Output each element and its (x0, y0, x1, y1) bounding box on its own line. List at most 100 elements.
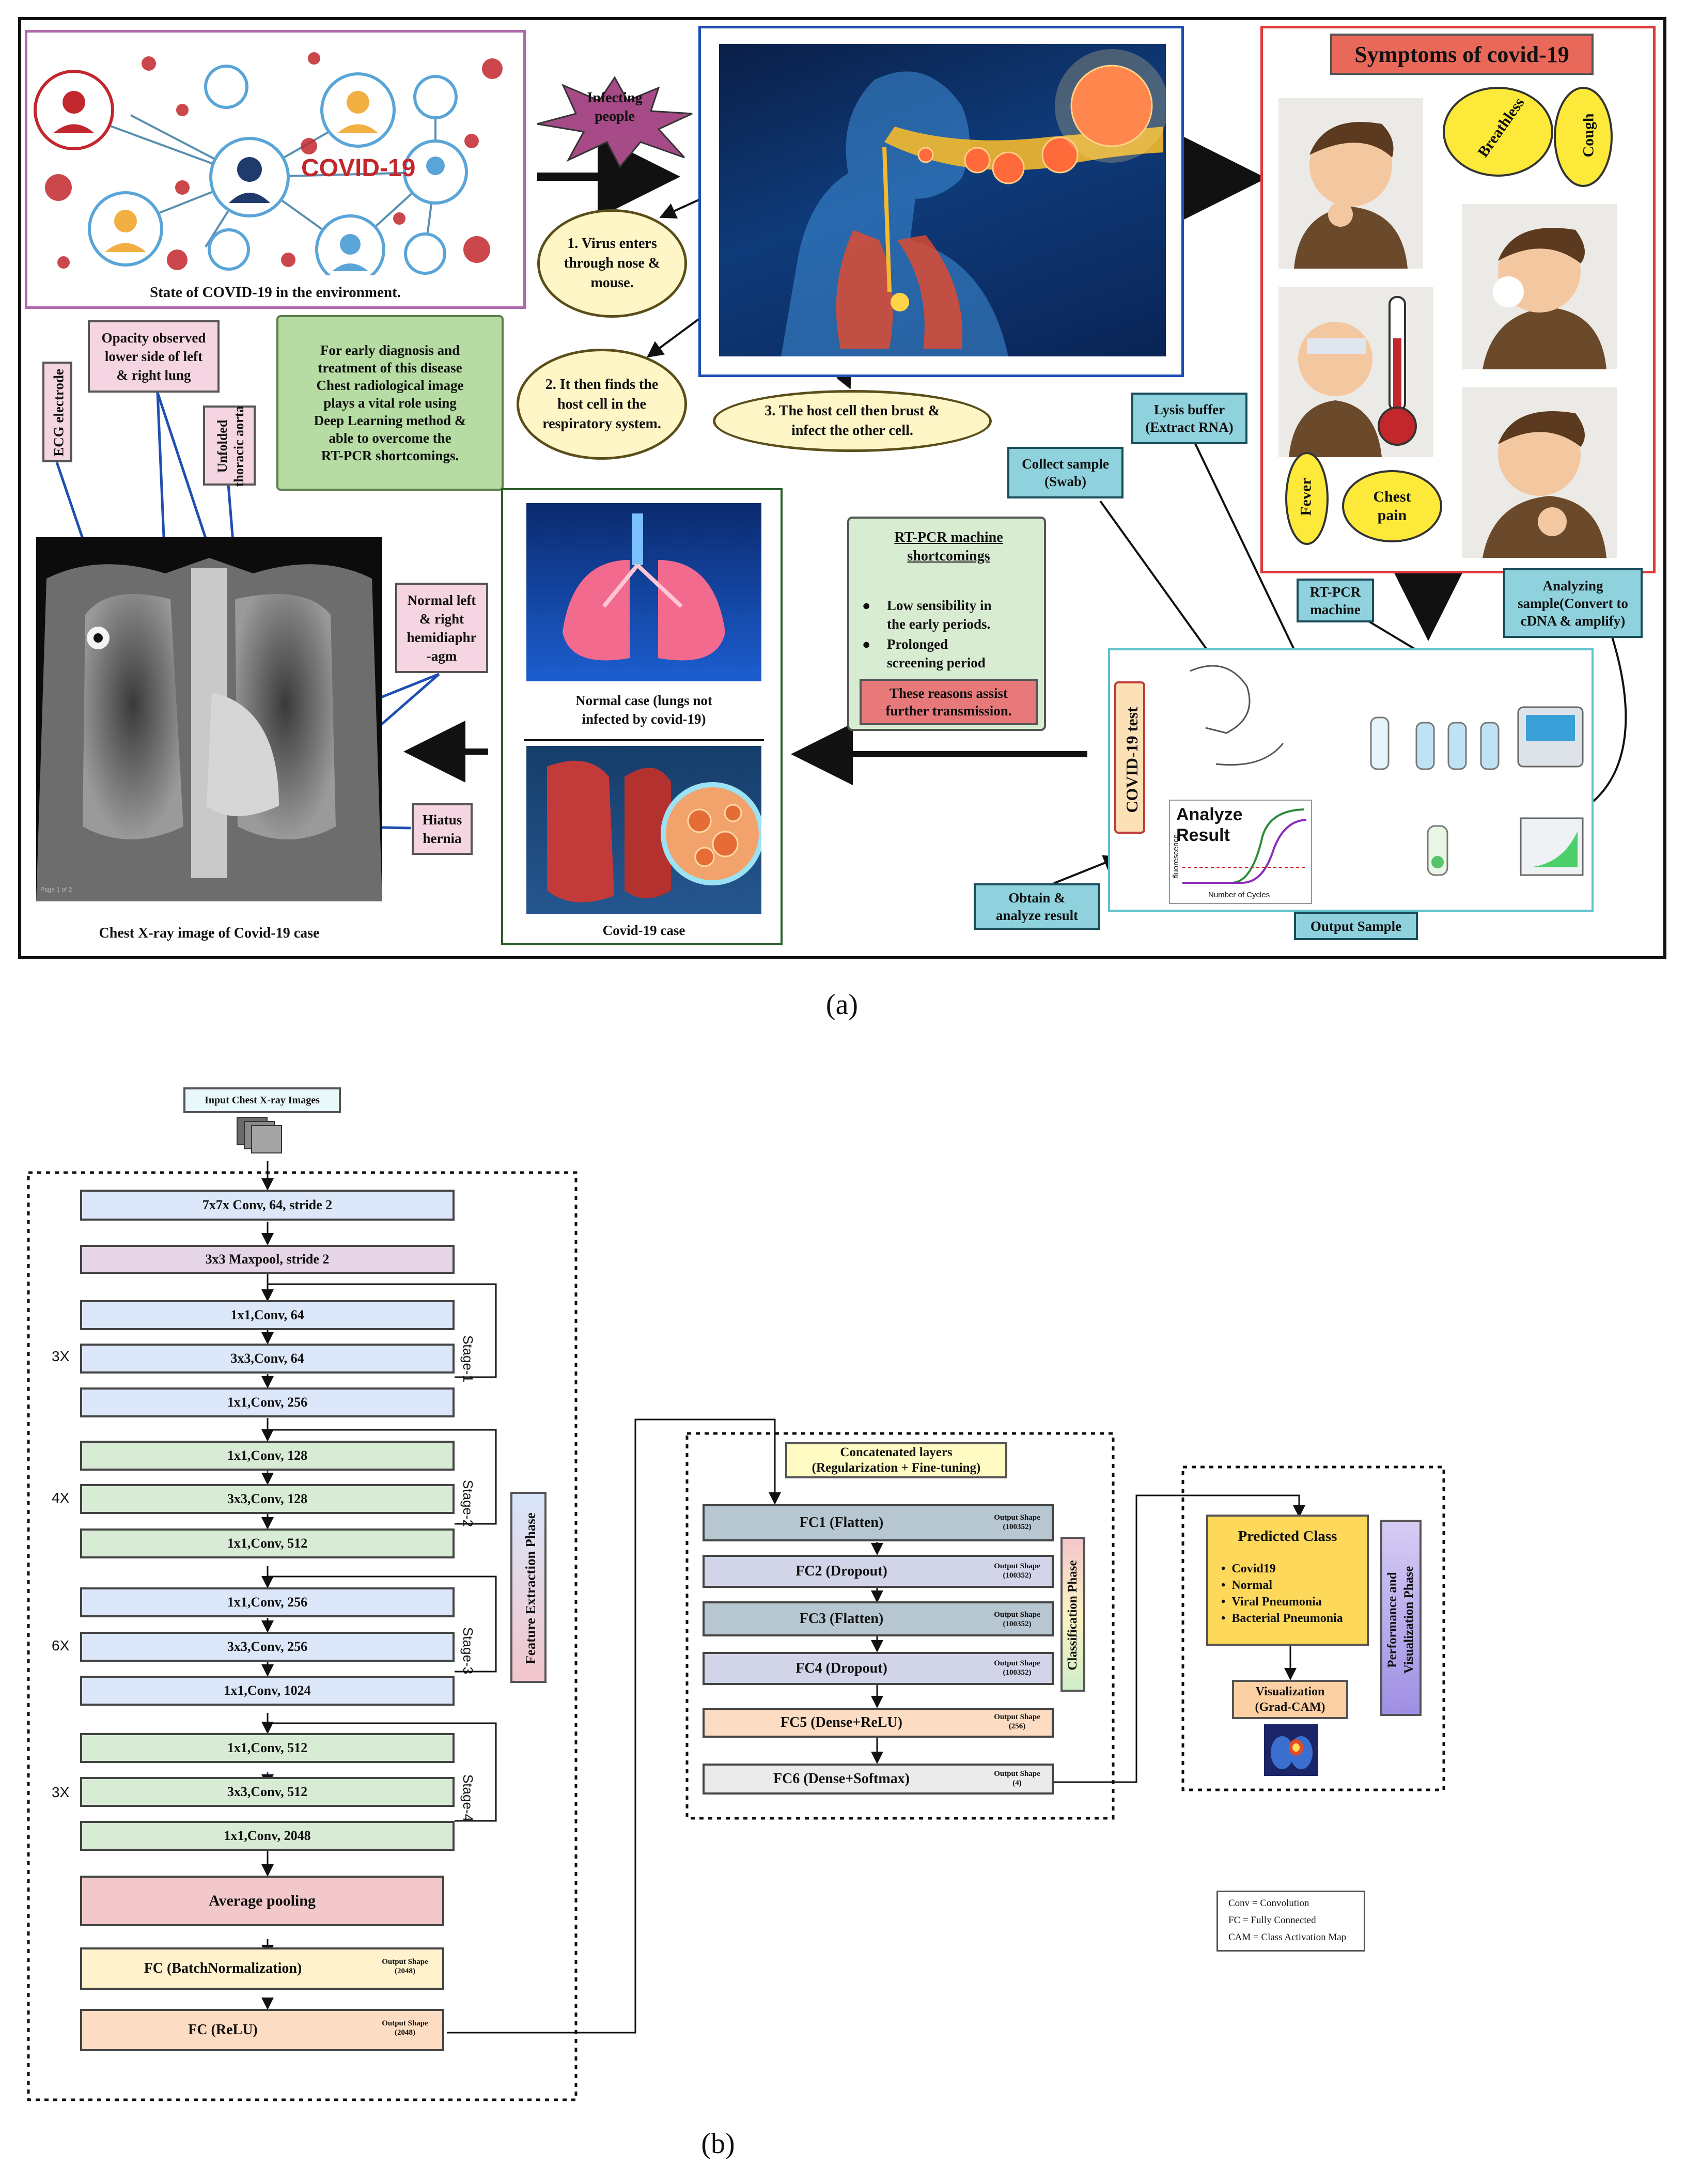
cloud-fever (1285, 452, 1329, 545)
feature-phase-text: Feature Extraction Phase (522, 1512, 538, 1664)
layer-stage2-c: 1x1,Conv, 512 (80, 1528, 455, 1558)
repeat-stage3: 6X (52, 1637, 70, 1653)
layer-stage3-a: 1x1,Conv, 256 (80, 1587, 455, 1617)
fc1-shape-label: Output Shape (994, 1514, 1040, 1522)
warning-line-1: These reasons assist (889, 685, 1008, 701)
analyze-result-label: Analyze Result (1176, 804, 1243, 846)
fc5-label: FC5 (Dense+ReLU) (780, 1714, 903, 1730)
environment-panel: COVID-19 State of COVID-19 in the enviro… (25, 30, 526, 309)
lysis-line-1: Lysis buffer (1153, 402, 1225, 417)
aorta-line-2: thoracic aorta (231, 405, 246, 487)
caption-a: (a) (825, 989, 859, 1021)
performance-phase-frame (1181, 1465, 1445, 1791)
repeat-stage1: 3X (52, 1348, 70, 1364)
note-line-5: Deep Learning method & (314, 413, 466, 428)
part-a-frame (18, 17, 1666, 959)
analyzing-line-1: Analyzing (1542, 578, 1603, 594)
xray-page-text: Page 1 of 2 (40, 886, 72, 893)
fc3-label: FC3 (Flatten) (799, 1611, 884, 1627)
note-line-4: plays a vital role using (323, 395, 457, 411)
opacity-line-1: Opacity observed (101, 330, 206, 346)
fc4-shape-label: Output Shape (994, 1659, 1040, 1667)
concatenated-layers-label: Concatenated layers (Regularization + Fi… (785, 1442, 1007, 1478)
link-classification-to-prediction (1054, 1494, 1305, 1783)
class-item-viral: • Viral Pneumonia (1221, 1595, 1322, 1609)
class-item-covid19: • Covid19 (1221, 1562, 1276, 1575)
note-line-7: RT-PCR shortcomings. (321, 448, 459, 463)
label-ecg-electrode: ECG electrode (42, 362, 72, 462)
infecting-people-label: Infecting people (568, 87, 661, 128)
chest-pain-line-2: pain (1377, 507, 1407, 524)
repeat-stage4: 3X (52, 1784, 70, 1800)
cloud-chest-pain (1342, 470, 1442, 542)
rtpcr-line-1: RT-PCR (1309, 584, 1361, 600)
layer-conv7x7: 7x7x Conv, 64, stride 2 (80, 1190, 455, 1221)
opacity-line-2: lower side of left (104, 349, 203, 364)
callout-1-line-3: mouse. (590, 275, 634, 291)
environment-network-graphic (34, 52, 503, 275)
lysis-line-2: (Extract RNA) (1145, 419, 1234, 435)
note-line-6: able to overcome the (329, 430, 451, 446)
callout-2-line-2: host cell in the (557, 396, 646, 412)
infecting-people-star (537, 76, 693, 168)
fc1-label: FC1 (Flatten) (799, 1515, 884, 1531)
rtpcr-shortcomings-note: RT-PCR machine shortcomings ● Low sensib… (847, 517, 1046, 731)
hemi-line-4: -agm (426, 648, 457, 664)
covid-case-caption: Covid-19 case (602, 922, 685, 938)
layer-stage4-c: 1x1,Conv, 2048 (80, 1821, 455, 1851)
label-analyzing-sample: Analyzing sample(Convert to cDNA & ampli… (1503, 568, 1643, 638)
input-images-label: Input Chest X-ray Images (183, 1087, 341, 1113)
class-item-bacterial: • Bacterial Pneumonia (1221, 1612, 1343, 1625)
legend-cam: CAM = Class Activation Map (1228, 1932, 1347, 1943)
hemi-line-2: & right (419, 611, 464, 627)
fc6-label: FC6 (Dense+Softmax) (773, 1771, 910, 1787)
callout-virus-enters: 1. Virus enters through nose & mouse. (537, 209, 687, 318)
figure-cough (1462, 204, 1617, 369)
link-feature-to-classification (447, 1418, 781, 2034)
caption-b: (b) (701, 2128, 735, 2160)
cloud-breathless (1443, 87, 1553, 177)
symptoms-title: Symptoms of covid-19 (1330, 34, 1594, 75)
aorta-line-1: Unfolded (215, 419, 230, 473)
fc-bn-shape: (2048) (395, 1967, 415, 1975)
figure-breathless (1278, 98, 1423, 269)
virus-illustration (719, 44, 1168, 357)
covid-lungs-image (526, 746, 761, 914)
label-collect-sample: Collect sample (Swab) (1007, 447, 1124, 498)
layer-fc6: FC6 (Dense+Softmax) Output Shape (4) (703, 1764, 1054, 1795)
label-thoracic-aorta: Unfolded thoracic aorta (203, 405, 256, 487)
legend-fc: FC = Fully Connected (1228, 1915, 1316, 1926)
analyze-line-2: Result (1176, 825, 1230, 845)
analyze-line-1: Analyze (1176, 805, 1243, 824)
obtain-line-1: Obtain & (1008, 890, 1066, 906)
covid-test-tube-label: COVID-19 test (1114, 681, 1145, 834)
callout-3-line-2: infect the other cell. (791, 423, 913, 439)
classification-phase-text: Classification Phase (1066, 1560, 1080, 1671)
fc6-shape-label: Output Shape (994, 1770, 1040, 1778)
graph-x-label: Number of Cycles (1208, 891, 1270, 899)
case-comparison-panel: Normal case (lungs not infected by covid… (501, 488, 783, 945)
label-rtpcr-machine: RT-PCR machine (1297, 579, 1374, 622)
layer-stage4-b: 3x3,Conv, 512 (80, 1777, 455, 1807)
predicted-class-list: • Covid19 • Normal • Viral Pneumonia • B… (1221, 1561, 1343, 1627)
layer-fc1: FC1 (Flatten) Output Shape (100352) (703, 1504, 1054, 1541)
covid-test-text: COVID-19 test (1122, 707, 1141, 813)
symptom-chest-pain: Chest pain (1340, 478, 1444, 535)
label-lysis-buffer: Lysis buffer (Extract RNA) (1131, 393, 1247, 444)
fc6-shape: (4) (1012, 1779, 1022, 1787)
abbreviation-legend: Conv = Convolution FC = Fully Connected … (1216, 1891, 1365, 1952)
test-process-graphic (1169, 665, 1584, 904)
label-hiatus-hernia: Hiatus hernia (412, 803, 473, 855)
fc-relu-label: FC (ReLU) (188, 2022, 258, 2038)
predicted-class-box: Predicted Class • Covid19 • Normal • Vir… (1206, 1515, 1369, 1646)
normal-case-caption: Normal case (lungs not infected by covid… (508, 687, 779, 733)
symptom-cough: Cough (1580, 113, 1597, 158)
fc3-shape: (100352) (1003, 1620, 1032, 1628)
note-line-2: treatment of this disease (318, 360, 462, 376)
layer-stage3-c: 1x1,Conv, 1024 (80, 1676, 455, 1706)
hiatus-line-1: Hiatus (422, 812, 462, 828)
layer-fc5: FC5 (Dense+ReLU) Output Shape (256) (703, 1708, 1054, 1738)
layer-stage4-a: 1x1,Conv, 512 (80, 1733, 455, 1763)
hemi-line-3: hemidiaphr (407, 629, 477, 645)
shortcoming-bullet-1: ● Low sensibility in the early periods. (862, 596, 1043, 633)
